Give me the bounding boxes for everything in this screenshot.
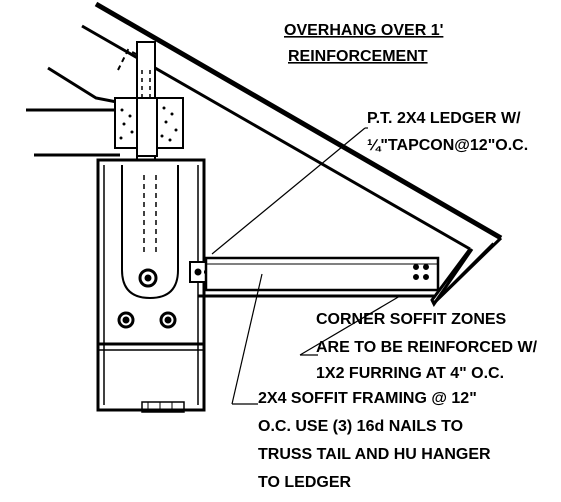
corner-note-line3: 1X2 FURRING AT 4" O.C. [316, 365, 504, 382]
ledger-note-line2: ¼"TAPCON@12"O.C. [367, 137, 528, 154]
corner-note-line1: CORNER SOFFIT ZONES [316, 311, 507, 328]
tie-beam-rebar [121, 165, 179, 300]
soffit-framing [198, 256, 440, 298]
framing-note-line4: TO LEDGER [258, 474, 351, 491]
framing-note-line3: TRUSS TAIL AND HU HANGER [258, 446, 491, 463]
top-plate-blocks [114, 97, 184, 157]
ledger-note-line1: P.T. 2X4 LEDGER W/ [367, 110, 521, 127]
wall-plate-lines [26, 66, 123, 157]
framing-note-line2: O.C. USE (3) 16d NAILS TO [258, 418, 463, 435]
framing-note-line1: 2X4 SOFFIT FRAMING @ 12" [258, 390, 477, 407]
detail-title-line2: REINFORCEMENT [288, 48, 428, 65]
detail-title-line1: OVERHANG OVER 1' [284, 22, 443, 39]
leader-lines [211, 127, 401, 405]
fascia-board [430, 236, 503, 307]
lower-block-texture [141, 401, 185, 413]
corner-note-line2: ARE TO BE REINFORCED W/ [316, 339, 538, 356]
plate-nail-dots [119, 106, 178, 142]
rebar-circles [117, 311, 177, 329]
